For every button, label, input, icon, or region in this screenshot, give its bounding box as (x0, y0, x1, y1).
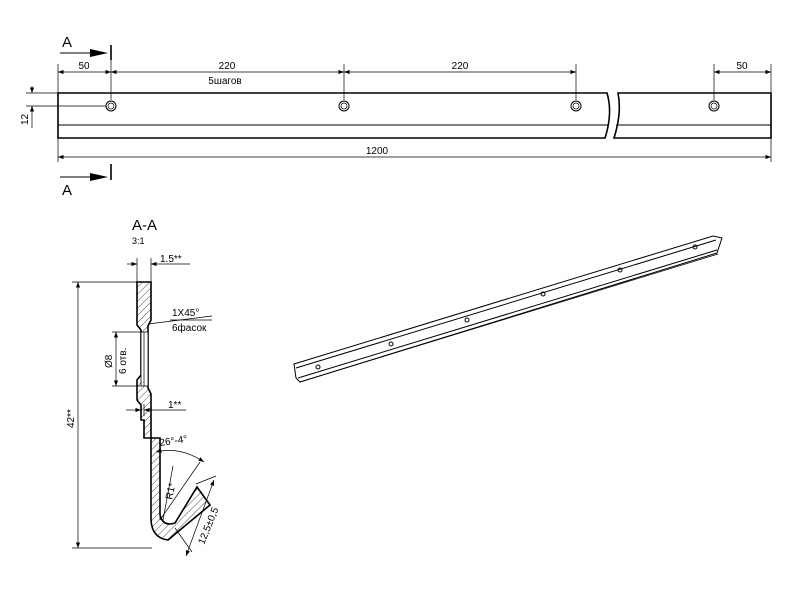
section-scale: 3:1 (132, 236, 145, 246)
isometric-view (293, 235, 723, 383)
iso-hole-3 (464, 317, 470, 323)
section-hole-count: 6 отв. (118, 348, 129, 374)
hole-4 (708, 100, 720, 112)
dim-total-length: 1200 (366, 146, 389, 157)
section-angle: 26°-4° (159, 434, 188, 449)
section-arrow-bottom: A (60, 164, 112, 199)
iso-hole-2 (388, 341, 394, 347)
iso-hole-4 (540, 291, 546, 297)
section-chamfer-note: 6фасок (172, 322, 207, 334)
hole-1 (105, 100, 117, 112)
bar-outline-right (612, 92, 772, 139)
iso-bar-edge-1 (295, 239, 717, 369)
section-label-top: A (62, 34, 72, 51)
dim-right-offset: 50 (736, 61, 748, 72)
hole-2 (338, 100, 350, 112)
iso-hole-1 (315, 364, 321, 370)
section-view: А-А 3:1 42** 1.5** 1Х45° 6фасок Ø8 6 отв… (66, 217, 222, 557)
dim-left-offset: 50 (78, 61, 90, 72)
iso-bar-edge-2 (297, 249, 718, 379)
bar-outline-left (57, 92, 611, 139)
section-arrow-top: A (60, 34, 112, 60)
section-radius: R1* (164, 482, 178, 501)
section-title: А-А (132, 217, 157, 234)
top-view: 50 220 5шагов 220 50 12 1200 A A (20, 34, 772, 199)
section-hole-diameter: Ø8 (104, 354, 115, 368)
hole-3 (570, 100, 582, 112)
dim-pitch-1: 220 (219, 61, 236, 72)
dim-pitch-2: 220 (452, 61, 469, 72)
section-label-bottom: A (62, 182, 72, 199)
hole-section (140, 331, 149, 387)
iso-hole-6 (692, 244, 698, 250)
dim-height: 12 (20, 113, 31, 125)
iso-bar-edge-3 (299, 253, 719, 383)
dim-pitch-1-note: 5шагов (208, 76, 241, 87)
iso-bar-outline (293, 235, 723, 383)
section-dim-thickness-top: 1.5** (160, 254, 182, 265)
iso-hole-5 (617, 267, 623, 273)
section-chamfer: 1Х45° (172, 308, 199, 319)
section-dim-height: 42** (66, 409, 77, 428)
section-dim-thickness-lower: 1** (168, 400, 181, 411)
